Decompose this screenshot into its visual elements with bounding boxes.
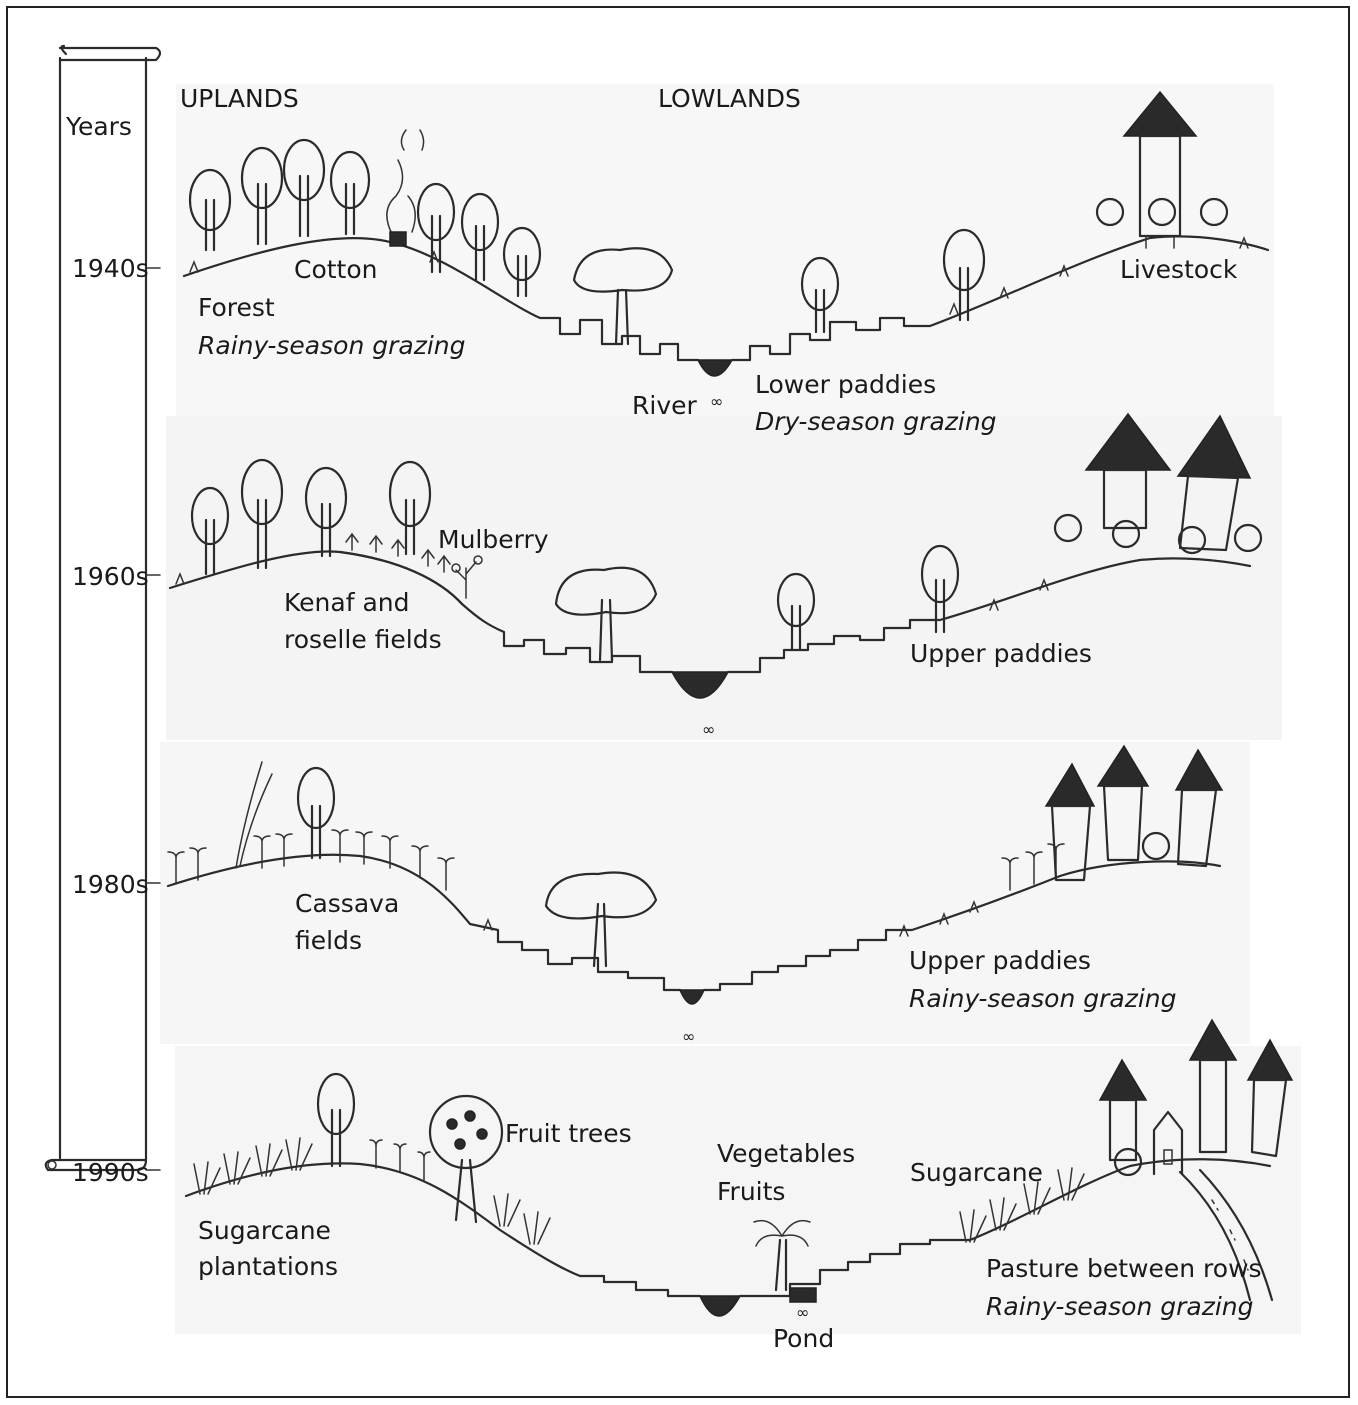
tree-icon (282, 138, 326, 238)
big-tree-icon (544, 871, 658, 968)
label-sugarcane-plantations-1: Sugarcane (198, 1216, 331, 1245)
cassava-plants-1980s (167, 761, 1065, 891)
pond-symbol-icon: ∞ (796, 1303, 809, 1322)
label-fruit-trees: Fruit trees (505, 1119, 632, 1148)
label-rainy-grazing: Rainy-season grazing (198, 331, 466, 360)
tree-icon (942, 228, 986, 322)
label-roselle: roselle fields (284, 625, 442, 654)
river-symbol-icon: ∞ (682, 1027, 695, 1046)
buffalo-head-icon (1095, 197, 1125, 227)
buffalo-head-icon (1141, 831, 1171, 861)
kenaf-plants-icon (345, 532, 451, 573)
label-pond: Pond (773, 1324, 835, 1353)
buffalo-head-icon (1177, 525, 1207, 555)
buffalo-head-icon (1233, 523, 1263, 553)
smoke-icon (386, 129, 425, 247)
tree-icon (188, 168, 232, 252)
label-fruits: Fruits (717, 1177, 786, 1206)
granary-huts-1980s (1044, 744, 1224, 882)
tree-icon (190, 486, 230, 576)
river-symbol-icon: ∞ (702, 720, 715, 739)
village-1990s (1098, 1018, 1294, 1177)
mulberry-plant-icon (451, 555, 483, 599)
trees-1980s (296, 766, 658, 968)
trees-1960s (190, 458, 960, 662)
river-symbol-icon: ∞ (710, 392, 723, 411)
period-label: 1940s (72, 254, 149, 283)
terrain-1960s (168, 550, 1252, 699)
tree-icon (240, 146, 284, 246)
label-kenaf: Kenaf and (284, 588, 410, 617)
label-forest: Forest (198, 293, 275, 322)
tree-icon (416, 182, 456, 274)
granary-hut-1940s (1095, 90, 1229, 249)
buffalo-head-icon (1147, 197, 1177, 227)
buffalo-head-icon (1111, 519, 1141, 549)
uplands-header: UPLANDS (180, 84, 299, 113)
terrain-1940s (182, 235, 1270, 377)
buffalo-head-icon (1053, 513, 1083, 543)
fruit-tree-icon (428, 1094, 504, 1224)
label-cassava: Cassava (295, 889, 400, 918)
tree-icon (388, 460, 432, 556)
label-rainy-grazing: Rainy-season grazing (909, 984, 1177, 1013)
tree-icon (304, 466, 348, 558)
period-label: 1990s (72, 1158, 149, 1187)
label-rainy-grazing: Rainy-season grazing (986, 1292, 1254, 1321)
tree-icon (776, 572, 816, 652)
tree-icon (240, 458, 284, 570)
label-livestock: Livestock (1120, 255, 1238, 284)
label-dry-grazing: Dry-season grazing (755, 407, 997, 436)
terrain-1980s (166, 853, 1222, 1005)
scroll-icon (44, 44, 162, 1172)
period-label: 1980s (72, 870, 149, 899)
buffalo-head-icon (1113, 1147, 1143, 1177)
label-lower-paddies: Lower paddies (755, 370, 937, 399)
forest-trees-1940s (188, 129, 986, 346)
terrain-1990s (184, 1158, 1274, 1317)
big-tree-icon (554, 566, 658, 662)
tree-icon (329, 150, 371, 236)
granary-huts-1960s (1053, 412, 1263, 555)
buffalo-head-icon (1199, 197, 1229, 227)
label-river: River (632, 391, 697, 420)
tree-icon (800, 256, 840, 334)
label-upper-paddies: Upper paddies (909, 946, 1091, 975)
label-sugarcane: Sugarcane (910, 1158, 1043, 1187)
label-fields: fields (295, 926, 362, 955)
label-upper-paddies: Upper paddies (910, 639, 1092, 668)
label-pasture: Pasture between rows (986, 1254, 1262, 1283)
trees-1990s (316, 1072, 811, 1292)
tree-icon (316, 1072, 356, 1168)
label-mulberry: Mulberry (438, 525, 549, 554)
big-tree-icon (572, 247, 674, 346)
lowlands-header: LOWLANDS (658, 84, 801, 113)
pond-icon (789, 1287, 817, 1303)
palm-tree-icon (753, 1219, 811, 1292)
label-cotton: Cotton (294, 255, 378, 284)
tree-icon (920, 544, 960, 634)
sugarcane-clumps-1990s (193, 1137, 1085, 1245)
tree-icon (296, 766, 336, 860)
label-vegetables: Vegetables (717, 1139, 856, 1168)
period-label: 1960s (72, 562, 149, 591)
timeline-title: Years (66, 112, 132, 141)
tree-icon (502, 226, 542, 298)
tree-icon (460, 192, 500, 282)
label-sugarcane-plantations-2: plantations (198, 1252, 339, 1281)
